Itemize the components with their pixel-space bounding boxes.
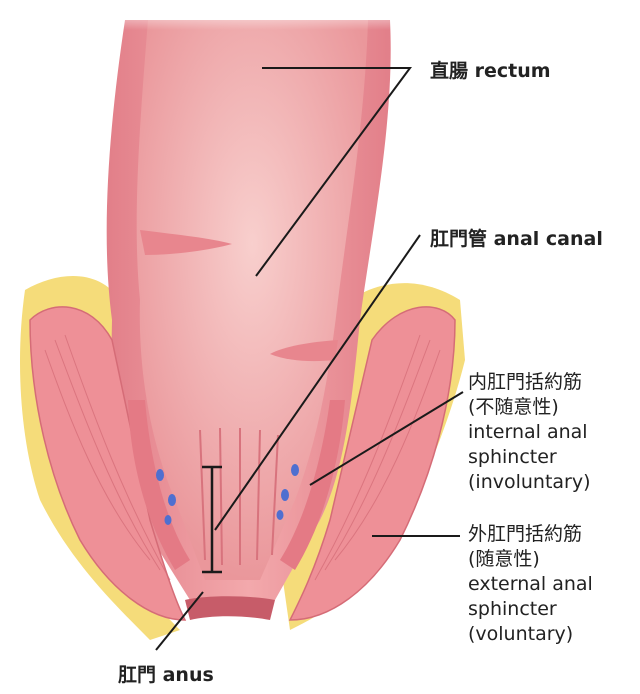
internal-sphincter-jp: 内肛門括約筋 (468, 370, 591, 395)
anal-opening (185, 596, 275, 620)
label-anal-canal: 肛門管 anal canal (430, 224, 603, 251)
label-anus: 肛門 anus (118, 660, 214, 687)
internal-sphincter-jp-note: (不随意性) (468, 395, 591, 420)
internal-sphincter-en-note: (involuntary) (468, 470, 591, 495)
label-internal-sphincter: 内肛門括約筋 (不随意性) internal anal sphincter (i… (468, 370, 591, 495)
external-sphincter-jp: 外肛門括約筋 (468, 522, 593, 547)
external-sphincter-en-2: sphincter (468, 597, 593, 622)
external-sphincter-en-1: external anal (468, 572, 593, 597)
label-rectum: 直腸 rectum (430, 56, 551, 83)
external-sphincter-en-note: (voluntary) (468, 622, 593, 647)
internal-sphincter-en-2: sphincter (468, 445, 591, 470)
label-external-sphincter: 外肛門括約筋 (随意性) external anal sphincter (vo… (468, 522, 593, 647)
external-sphincter-jp-note: (随意性) (468, 547, 593, 572)
internal-sphincter-en-1: internal anal (468, 420, 591, 445)
